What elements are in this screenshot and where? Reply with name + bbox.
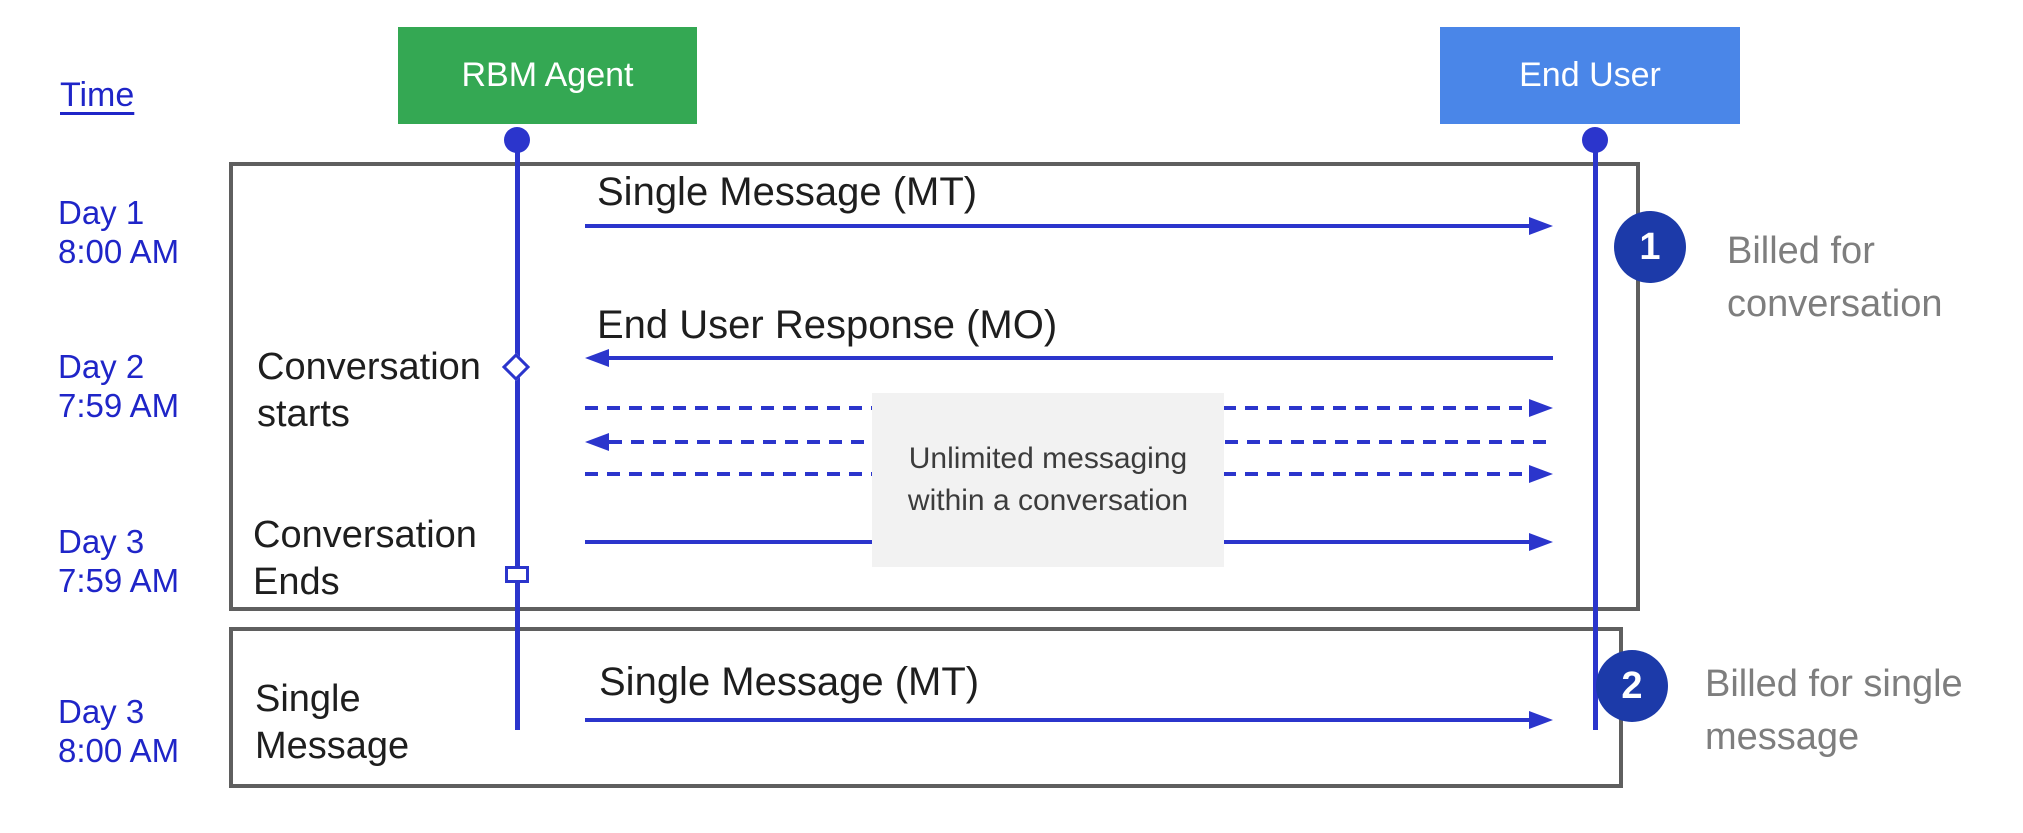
single-side-line2: Message — [255, 725, 410, 767]
conversation-ends-label: Conversation Ends — [253, 512, 477, 606]
single-mt-arrowhead-icon — [1529, 711, 1553, 729]
time-mark-day: Day 3 — [58, 523, 145, 560]
caption-2-line2: message — [1705, 716, 1860, 758]
time-mark-day1: Day 1 8:00 AM — [58, 193, 248, 271]
conversation-ends-line1: Conversation — [253, 514, 477, 556]
time-axis-label: Time — [60, 76, 135, 114]
conversation-starts-line2: starts — [257, 393, 350, 435]
badge-2-number: 2 — [1621, 664, 1643, 707]
actor-rbm-agent: RBM Agent — [398, 27, 697, 124]
caption-1-line2: conversation — [1727, 283, 1943, 325]
mt-arrow-line — [585, 224, 1529, 228]
day3-message-arrowhead-icon — [1529, 533, 1553, 551]
time-mark-day: Day 1 — [58, 194, 145, 231]
time-mark-day: Day 3 — [58, 693, 145, 730]
dashed-arrow-1-head-icon — [1529, 399, 1553, 417]
single-mt-message-label: Single Message (MT) — [599, 660, 980, 704]
actor-rbm-agent-label: RBM Agent — [461, 56, 634, 94]
mo-arrowhead-left-icon — [585, 349, 609, 367]
mo-message-label: End User Response (MO) — [597, 303, 1058, 347]
time-mark-day3-single: Day 3 8:00 AM — [58, 692, 248, 770]
time-mark-day2: Day 2 7:59 AM — [58, 347, 248, 425]
badge-1: 1 — [1614, 211, 1686, 283]
time-mark-time: 8:00 AM — [58, 732, 180, 769]
badge-2: 2 — [1596, 650, 1668, 722]
conversation-starts-label: Conversation starts — [257, 344, 481, 438]
billed-conversation-caption: Billed for conversation — [1727, 225, 1942, 331]
note-line1: Unlimited messaging — [908, 442, 1188, 475]
badge-1-number: 1 — [1639, 225, 1661, 268]
mo-arrow-line — [609, 356, 1553, 360]
dashed-arrow-2-head-icon — [585, 433, 609, 451]
mt-arrowhead-right-icon — [1529, 217, 1553, 235]
time-mark-day: Day 2 — [58, 348, 145, 385]
actor-end-user: End User — [1440, 27, 1740, 124]
rbm-lifeline — [515, 140, 520, 730]
mt-message-label: Single Message (MT) — [597, 170, 978, 214]
unlimited-messaging-note: Unlimited messaging within a conversatio… — [872, 393, 1224, 567]
conversation-frame — [229, 162, 1640, 611]
conversation-end-square-icon — [505, 566, 529, 583]
billed-single-message-caption: Billed for single message — [1705, 658, 1963, 764]
note-line2: within a conversation — [907, 484, 1189, 517]
time-mark-time: 7:59 AM — [58, 387, 180, 424]
conversation-starts-line1: Conversation — [257, 346, 481, 388]
single-message-frame — [229, 627, 1623, 788]
conversation-ends-line2: Ends — [253, 561, 340, 603]
caption-1-line1: Billed for — [1727, 230, 1875, 272]
single-mt-arrow-line — [585, 718, 1529, 722]
actor-end-user-label: End User — [1519, 56, 1661, 94]
single-side-line1: Single — [255, 678, 361, 720]
end-user-lifeline — [1593, 140, 1598, 730]
single-message-side-label: Single Message — [255, 676, 409, 770]
time-mark-time: 7:59 AM — [58, 562, 180, 599]
dashed-arrow-3-head-icon — [1529, 465, 1553, 483]
time-mark-time: 8:00 AM — [58, 233, 180, 270]
caption-2-line1: Billed for single — [1705, 663, 1963, 705]
time-mark-day3-end: Day 3 7:59 AM — [58, 522, 248, 600]
